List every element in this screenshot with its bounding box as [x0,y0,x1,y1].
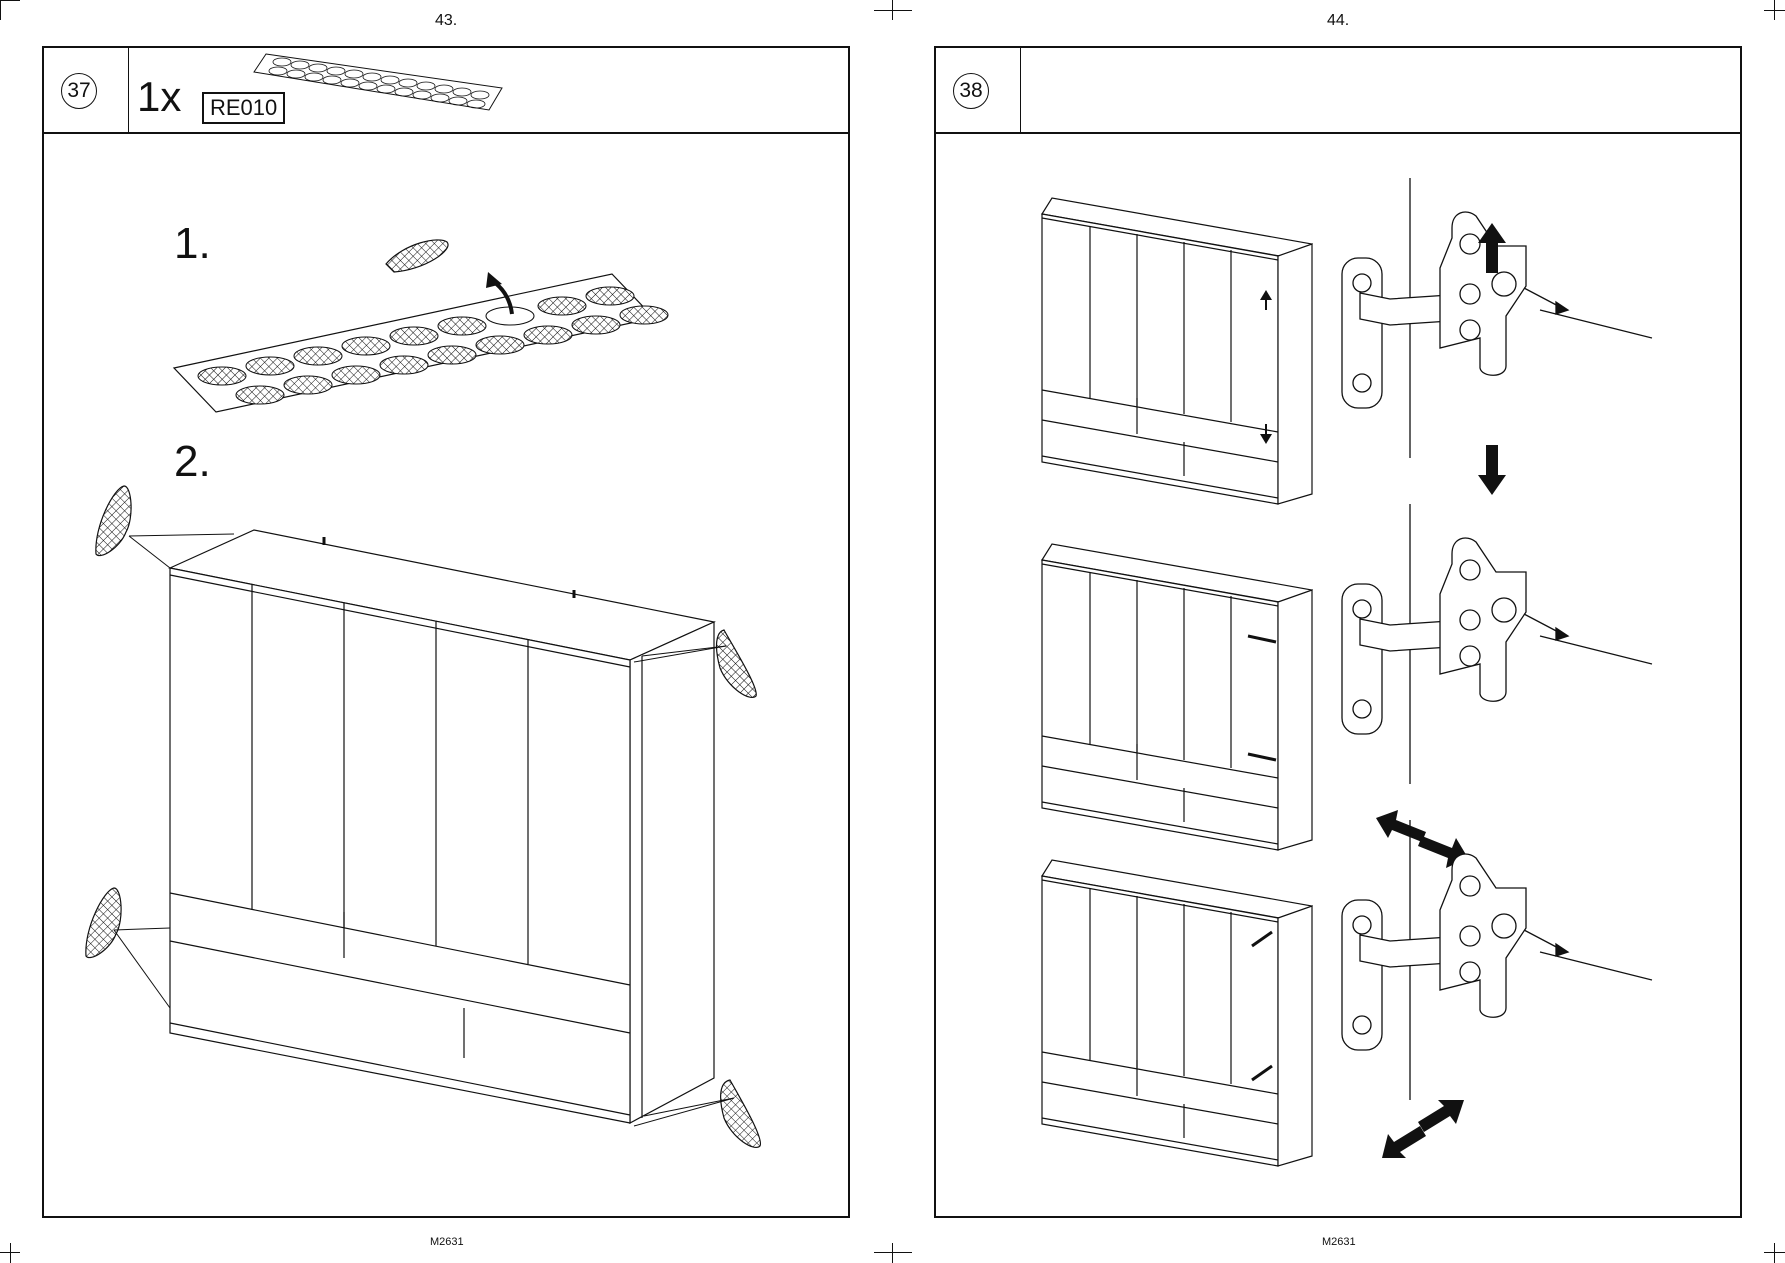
crop-mark [10,1243,11,1263]
hinge-vertical [1342,178,1652,458]
page-number: 43. [435,12,457,30]
pad-sheet [174,240,668,412]
felt-pad-illustration [44,48,848,1216]
cabinet-view-vertical [1042,198,1312,504]
page-number: 44. [1327,12,1349,30]
crop-mark [0,0,1,20]
crop-mark [1774,0,1775,20]
cabinet-view-depth [1042,860,1312,1166]
cabinet-view-side [1042,544,1312,850]
crop-mark [874,10,912,11]
crop-mark [0,0,20,1]
page-footer: M2631 [430,1236,464,1248]
hinge-adjustment-illustration [936,48,1740,1216]
crop-mark [1774,1243,1775,1263]
hinge-depth [1342,820,1652,1100]
crop-mark [892,1243,893,1263]
hinge-side [1342,504,1652,784]
crop-mark [874,1252,912,1253]
wardrobe-illustration [170,530,714,1123]
page-footer: M2631 [1322,1236,1356,1248]
step-panel: 37 1x RE010 1. 2. [42,46,850,1218]
step-panel: 38 [934,46,1742,1218]
